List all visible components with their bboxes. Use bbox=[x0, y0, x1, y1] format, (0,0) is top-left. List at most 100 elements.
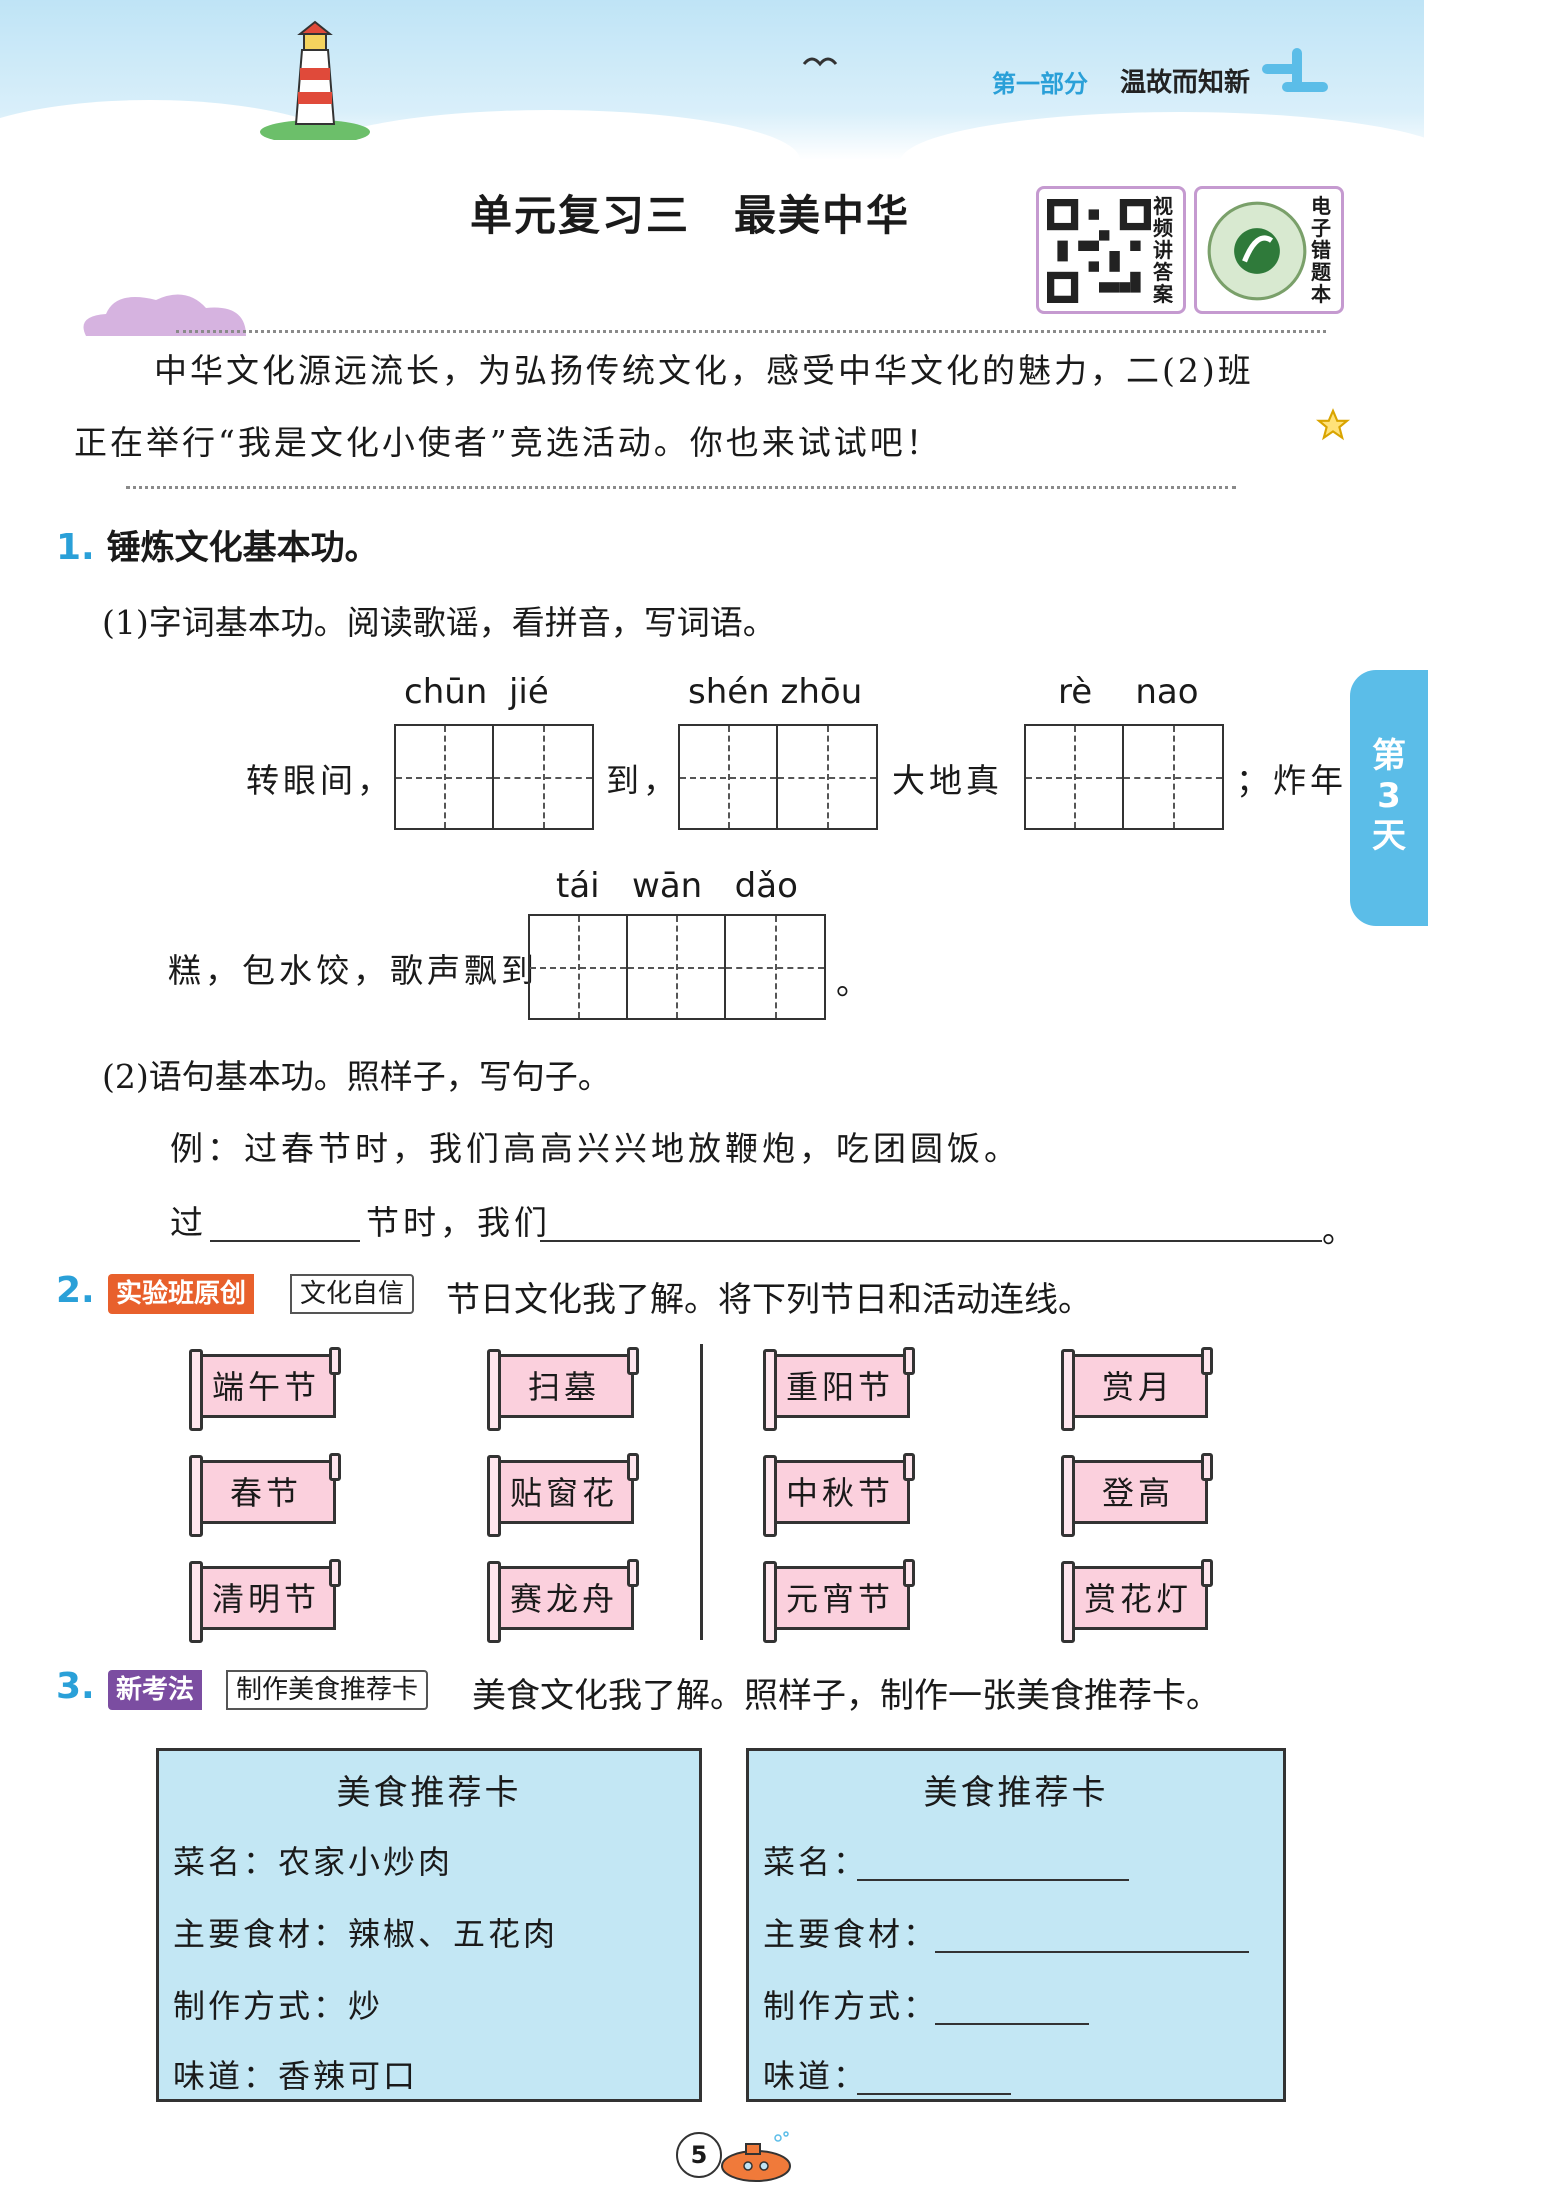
scroll-col4-0[interactable]: 赏月 bbox=[1061, 1347, 1213, 1431]
scroll-label: 扫墓 bbox=[527, 1368, 600, 1406]
qr-code-icon bbox=[1205, 199, 1309, 303]
row2-suffix: 。 bbox=[836, 963, 873, 1002]
scroll-label: 清明节 bbox=[211, 1580, 320, 1618]
grid-cell[interactable] bbox=[680, 726, 778, 828]
scroll-col4-1[interactable]: 登高 bbox=[1061, 1453, 1213, 1537]
scroll-label: 元宵节 bbox=[785, 1580, 894, 1618]
lighthouse-icon bbox=[260, 20, 370, 140]
tag-original: 实验班原创 bbox=[108, 1274, 255, 1314]
pinyin-shenzhou: shén zhōu bbox=[688, 672, 863, 712]
card-example-row: 菜名：农家小炒肉 bbox=[173, 1843, 454, 1881]
intro-line-1: 中华文化源远流长，为弘扬传统文化，感受中华文化的魅力，二(2)班 bbox=[154, 351, 1254, 390]
grid-cell[interactable] bbox=[494, 726, 592, 828]
grid-cell[interactable] bbox=[530, 916, 628, 1018]
scroll-label: 端午节 bbox=[211, 1368, 320, 1406]
day-tab: 第3天 bbox=[1350, 670, 1428, 926]
page-title: 单元复习三 最美中华 bbox=[470, 191, 911, 240]
pinyin-renao: rè nao bbox=[1058, 672, 1199, 712]
answer-grid-taiwandao[interactable] bbox=[528, 914, 826, 1020]
blank-dish-name[interactable] bbox=[857, 1879, 1129, 1881]
header-section-label: 温故而知新 bbox=[1120, 68, 1251, 98]
grid-cell[interactable] bbox=[628, 916, 726, 1018]
q3-number-wrap: 3. bbox=[56, 1666, 95, 1707]
page-number: 5 bbox=[676, 2132, 722, 2178]
bird-icon bbox=[802, 57, 838, 67]
q1-sub2: (2)语句基本功。照样子，写句子。 bbox=[102, 1057, 611, 1096]
scroll-col1-1[interactable]: 春节 bbox=[189, 1453, 341, 1537]
example-sentence: 例：过春节时，我们高高兴兴地放鞭炮，吃团圆饭。 bbox=[170, 1129, 1021, 1168]
blank-cooking-method[interactable] bbox=[935, 2023, 1089, 2025]
star-icon bbox=[1316, 408, 1350, 441]
matching-divider bbox=[700, 1344, 703, 1640]
grid-cell[interactable] bbox=[1124, 726, 1222, 828]
q3-title: 美食文化我了解。照样子，制作一张美食推荐卡。 bbox=[472, 1676, 1220, 1716]
q3-number: 3. bbox=[56, 1666, 95, 1707]
scroll-col3-0[interactable]: 重阳节 bbox=[763, 1347, 915, 1431]
header-part-label: 第一部分 bbox=[992, 70, 1088, 98]
video-answer-qr[interactable]: 视频讲答案 bbox=[1036, 186, 1186, 314]
scroll-col2-2[interactable]: 赛龙舟 bbox=[487, 1559, 639, 1643]
fill-end: 。 bbox=[1322, 1211, 1359, 1250]
scroll-label: 重阳节 bbox=[785, 1368, 894, 1406]
tag-new-method: 新考法 bbox=[108, 1670, 203, 1710]
answer-grid-chunjie[interactable] bbox=[394, 724, 594, 830]
pinyin-chunjie: chūn jié bbox=[404, 672, 549, 712]
wrong-answer-book-qr[interactable]: 电子错题本 bbox=[1194, 186, 1344, 314]
row1-mid1: 到， bbox=[606, 761, 680, 800]
card-example-title: 美食推荐卡 bbox=[336, 1773, 522, 1813]
card-blank-title: 美食推荐卡 bbox=[923, 1773, 1109, 1813]
card-example-row: 制作方式：炒 bbox=[173, 1987, 384, 2025]
fill-prefix: 过 bbox=[170, 1203, 207, 1242]
submarine-icon bbox=[721, 2131, 791, 2182]
card-example-row: 主要食材：辣椒、五花肉 bbox=[173, 1915, 559, 1953]
tag-cultural-confidence: 文化自信 bbox=[290, 1274, 415, 1314]
scroll-col1-2[interactable]: 清明节 bbox=[189, 1559, 341, 1643]
grid-cell[interactable] bbox=[726, 916, 824, 1018]
blank-taste[interactable] bbox=[857, 2093, 1011, 2095]
food-card-example: 美食推荐卡 菜名：农家小炒肉 主要食材：辣椒、五花肉 制作方式：炒 味道：香辣可… bbox=[156, 1748, 702, 2102]
scroll-label: 登高 bbox=[1101, 1474, 1174, 1512]
tag-make-food-card: 制作美食推荐卡 bbox=[226, 1670, 429, 1710]
scroll-label: 中秋节 bbox=[785, 1474, 894, 1512]
scroll-label: 赛龙舟 bbox=[509, 1580, 618, 1618]
grid-cell[interactable] bbox=[778, 726, 876, 828]
answer-grid-renao[interactable] bbox=[1024, 724, 1224, 830]
card-blank-label: 制作方式： bbox=[763, 1987, 939, 2025]
scroll-label: 赏月 bbox=[1101, 1368, 1174, 1406]
row1-mid2: 大地真 bbox=[892, 761, 1003, 800]
cloud-decoration-icon bbox=[83, 294, 246, 336]
fill-mid: 节时，我们 bbox=[366, 1203, 551, 1242]
grid-cell[interactable] bbox=[396, 726, 494, 828]
intro-line-2: 正在举行“我是文化小使者”竞选活动。你也来试试吧！ bbox=[74, 423, 942, 462]
q2-title: 节日文化我了解。将下列节日和活动连线。 bbox=[446, 1280, 1092, 1320]
answer-grid-shenzhou[interactable] bbox=[678, 724, 878, 830]
scroll-col2-0[interactable]: 扫墓 bbox=[487, 1347, 639, 1431]
card-blank-label: 菜名： bbox=[763, 1843, 869, 1881]
scroll-col4-2[interactable]: 赏花灯 bbox=[1061, 1559, 1213, 1643]
row1-suffix: ；炸年 bbox=[1236, 761, 1347, 800]
dotted-rule-top bbox=[176, 330, 1326, 333]
scroll-col2-1[interactable]: 贴窗花 bbox=[487, 1453, 639, 1537]
blank-sentence[interactable] bbox=[540, 1240, 1322, 1242]
food-card-blank: 美食推荐卡 菜名： 主要食材： 制作方式： 味道： bbox=[746, 1748, 1286, 2102]
q1-title: 锤炼文化基本功。 bbox=[106, 528, 379, 568]
q1-sub1: (1)字词基本功。阅读歌谣，看拼音，写词语。 bbox=[102, 603, 776, 642]
intro-section: 中华文化源远流长，为弘扬传统文化，感受中华文化的魅力，二(2)班 正在举行“我是… bbox=[66, 294, 1350, 490]
blank-ingredients[interactable] bbox=[935, 1951, 1249, 1953]
q1-number: 1. bbox=[56, 527, 95, 568]
card-blank-label: 主要食材： bbox=[763, 1915, 939, 1953]
grid-cell[interactable] bbox=[1026, 726, 1124, 828]
blank-festival[interactable] bbox=[210, 1240, 360, 1242]
qr-left-label: 视频讲答案 bbox=[1153, 194, 1173, 306]
q2-number-wrap: 2. bbox=[56, 1270, 95, 1311]
scroll-col1-0[interactable]: 端午节 bbox=[189, 1347, 341, 1431]
scroll-label: 春节 bbox=[229, 1474, 302, 1512]
card-blank-label: 味道： bbox=[763, 2057, 869, 2095]
scroll-col3-2[interactable]: 元宵节 bbox=[763, 1559, 915, 1643]
scroll-label: 贴窗花 bbox=[509, 1474, 618, 1512]
header-decoration-icon bbox=[1262, 48, 1328, 92]
qr-code-icon bbox=[1047, 199, 1151, 303]
scroll-col3-1[interactable]: 中秋节 bbox=[763, 1453, 915, 1537]
scroll-label: 赏花灯 bbox=[1083, 1580, 1192, 1618]
qr-right-label: 电子错题本 bbox=[1311, 194, 1331, 306]
